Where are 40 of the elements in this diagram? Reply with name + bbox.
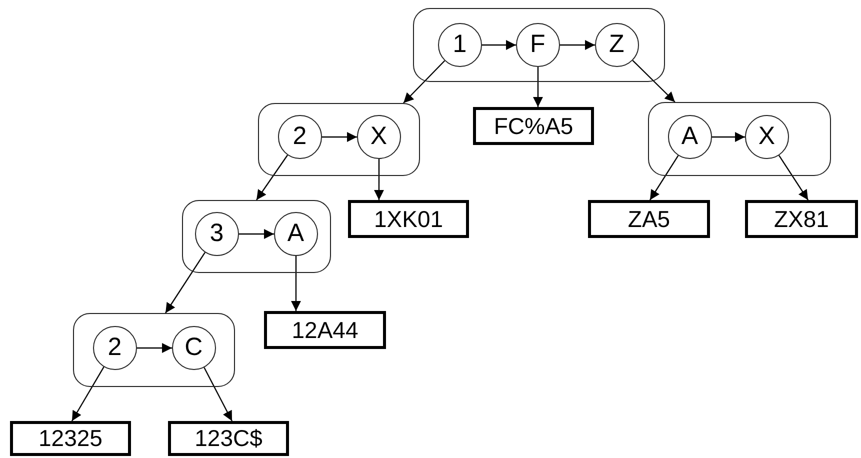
arrow [322, 132, 357, 142]
arrow [290, 256, 301, 311]
node-group-box [258, 103, 420, 176]
node-group-box [182, 200, 331, 273]
character-circle: 2 [92, 326, 137, 370]
key-box: ZA5 [588, 200, 710, 238]
character-circle: 3 [194, 212, 239, 256]
character-circle: F [516, 22, 560, 67]
arrow [256, 154, 288, 200]
node-group-box [648, 102, 831, 176]
key-box: 123C$ [168, 421, 289, 456]
arrow [632, 60, 676, 102]
character-circle: X [356, 114, 401, 159]
arrow [532, 67, 543, 107]
key-box: 12A44 [264, 311, 386, 349]
key-box: 12325 [10, 421, 131, 456]
character-circle: Z [594, 22, 639, 67]
arrow [403, 60, 446, 104]
key-box: FC%A5 [473, 107, 594, 145]
character-circle: 1 [438, 22, 482, 67]
arrow [71, 366, 104, 422]
key-box: 1XK01 [348, 200, 469, 238]
arrow [712, 132, 745, 142]
node-group-box [413, 8, 665, 82]
character-circle: X [744, 114, 789, 159]
arrow [239, 229, 274, 239]
key-box: ZX81 [745, 200, 858, 238]
arrow [560, 40, 595, 50]
arrow [778, 155, 809, 200]
arrow [649, 155, 679, 200]
node-group-box [73, 313, 235, 387]
character-circle: 2 [278, 114, 322, 159]
arrow [482, 40, 516, 50]
character-circle: A [668, 114, 712, 159]
character-circle: C [172, 326, 216, 370]
arrow [165, 252, 206, 314]
arrow [204, 367, 233, 422]
character-circle: A [274, 212, 318, 256]
arrow [137, 343, 172, 353]
arrow [374, 159, 384, 200]
